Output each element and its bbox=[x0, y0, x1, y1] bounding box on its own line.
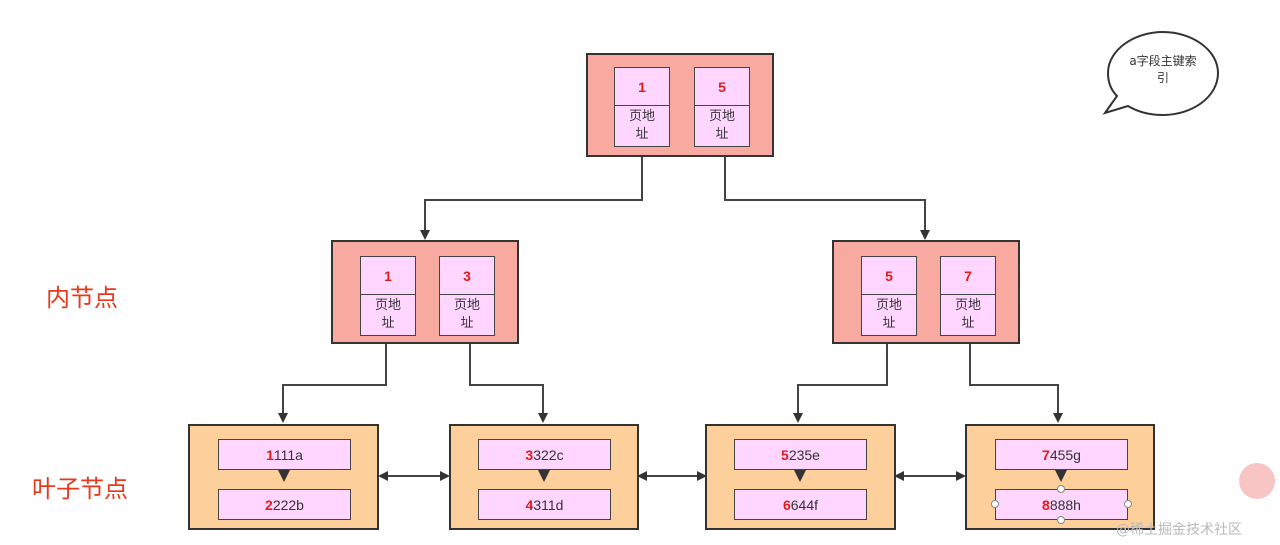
inner-left-key-cell-1: 1 页地址 bbox=[360, 256, 416, 336]
edge-inner-left-to-leaf-2 bbox=[469, 337, 548, 423]
inner-node-label: 内节点 bbox=[46, 284, 118, 312]
inner-left-key-cell-2: 3 页地址 bbox=[439, 256, 495, 336]
inner-right-key-cell-1: 5 页地址 bbox=[861, 256, 917, 336]
resize-handle-left[interactable] bbox=[991, 500, 999, 508]
speech-bubble-line-1: a字段主键索 bbox=[1129, 54, 1197, 68]
key-value: 1 bbox=[361, 257, 415, 295]
speech-bubble-line-2: 引 bbox=[1156, 71, 1169, 85]
leaf-node-label: 叶子节点 bbox=[32, 475, 128, 503]
inner-node-right: 5 页地址 7 页地址 bbox=[832, 240, 1020, 344]
down-arrow-icon bbox=[538, 470, 550, 482]
inner-node-left: 1 页地址 3 页地址 bbox=[331, 240, 519, 344]
down-arrow-icon bbox=[1055, 470, 1067, 482]
down-arrow-icon bbox=[794, 470, 806, 482]
page-address: 页地址 bbox=[453, 298, 480, 331]
edge-root-to-inner-left bbox=[420, 157, 643, 240]
resize-handle-right[interactable] bbox=[1124, 500, 1132, 508]
edge-root-to-inner-right bbox=[724, 157, 930, 240]
inner-right-key-cell-2: 7 页地址 bbox=[940, 256, 996, 336]
key-value: 5 bbox=[695, 68, 749, 106]
speech-bubble: a字段主键索 引 bbox=[1118, 53, 1208, 87]
edge-inner-left-to-leaf-1 bbox=[278, 337, 387, 423]
page-address: 页地址 bbox=[954, 298, 981, 331]
watermark: @稀土掘金技术社区 bbox=[1116, 522, 1242, 538]
resize-handle-bottom[interactable] bbox=[1057, 516, 1065, 524]
page-address: 页地址 bbox=[374, 298, 401, 331]
key-value: 1 bbox=[615, 68, 669, 106]
root-node: 1 页地址 5 页地址 bbox=[586, 53, 774, 157]
key-value: 5 bbox=[862, 257, 916, 295]
root-key-cell-2: 5 页地址 bbox=[694, 67, 750, 147]
page-address: 页地址 bbox=[628, 109, 655, 142]
key-value: 7 bbox=[941, 257, 995, 295]
page-address: 页地址 bbox=[708, 109, 735, 142]
pink-dot-icon bbox=[1239, 463, 1275, 499]
key-value: 3 bbox=[440, 257, 494, 295]
root-key-cell-1: 1 页地址 bbox=[614, 67, 670, 147]
edge-inner-right-to-leaf-4 bbox=[969, 337, 1063, 423]
speech-bubble-shape bbox=[1102, 30, 1220, 117]
page-address: 页地址 bbox=[875, 298, 902, 331]
down-arrow-icon bbox=[278, 470, 290, 482]
edge-inner-right-to-leaf-3 bbox=[793, 337, 888, 423]
resize-handle-top[interactable] bbox=[1057, 485, 1065, 493]
